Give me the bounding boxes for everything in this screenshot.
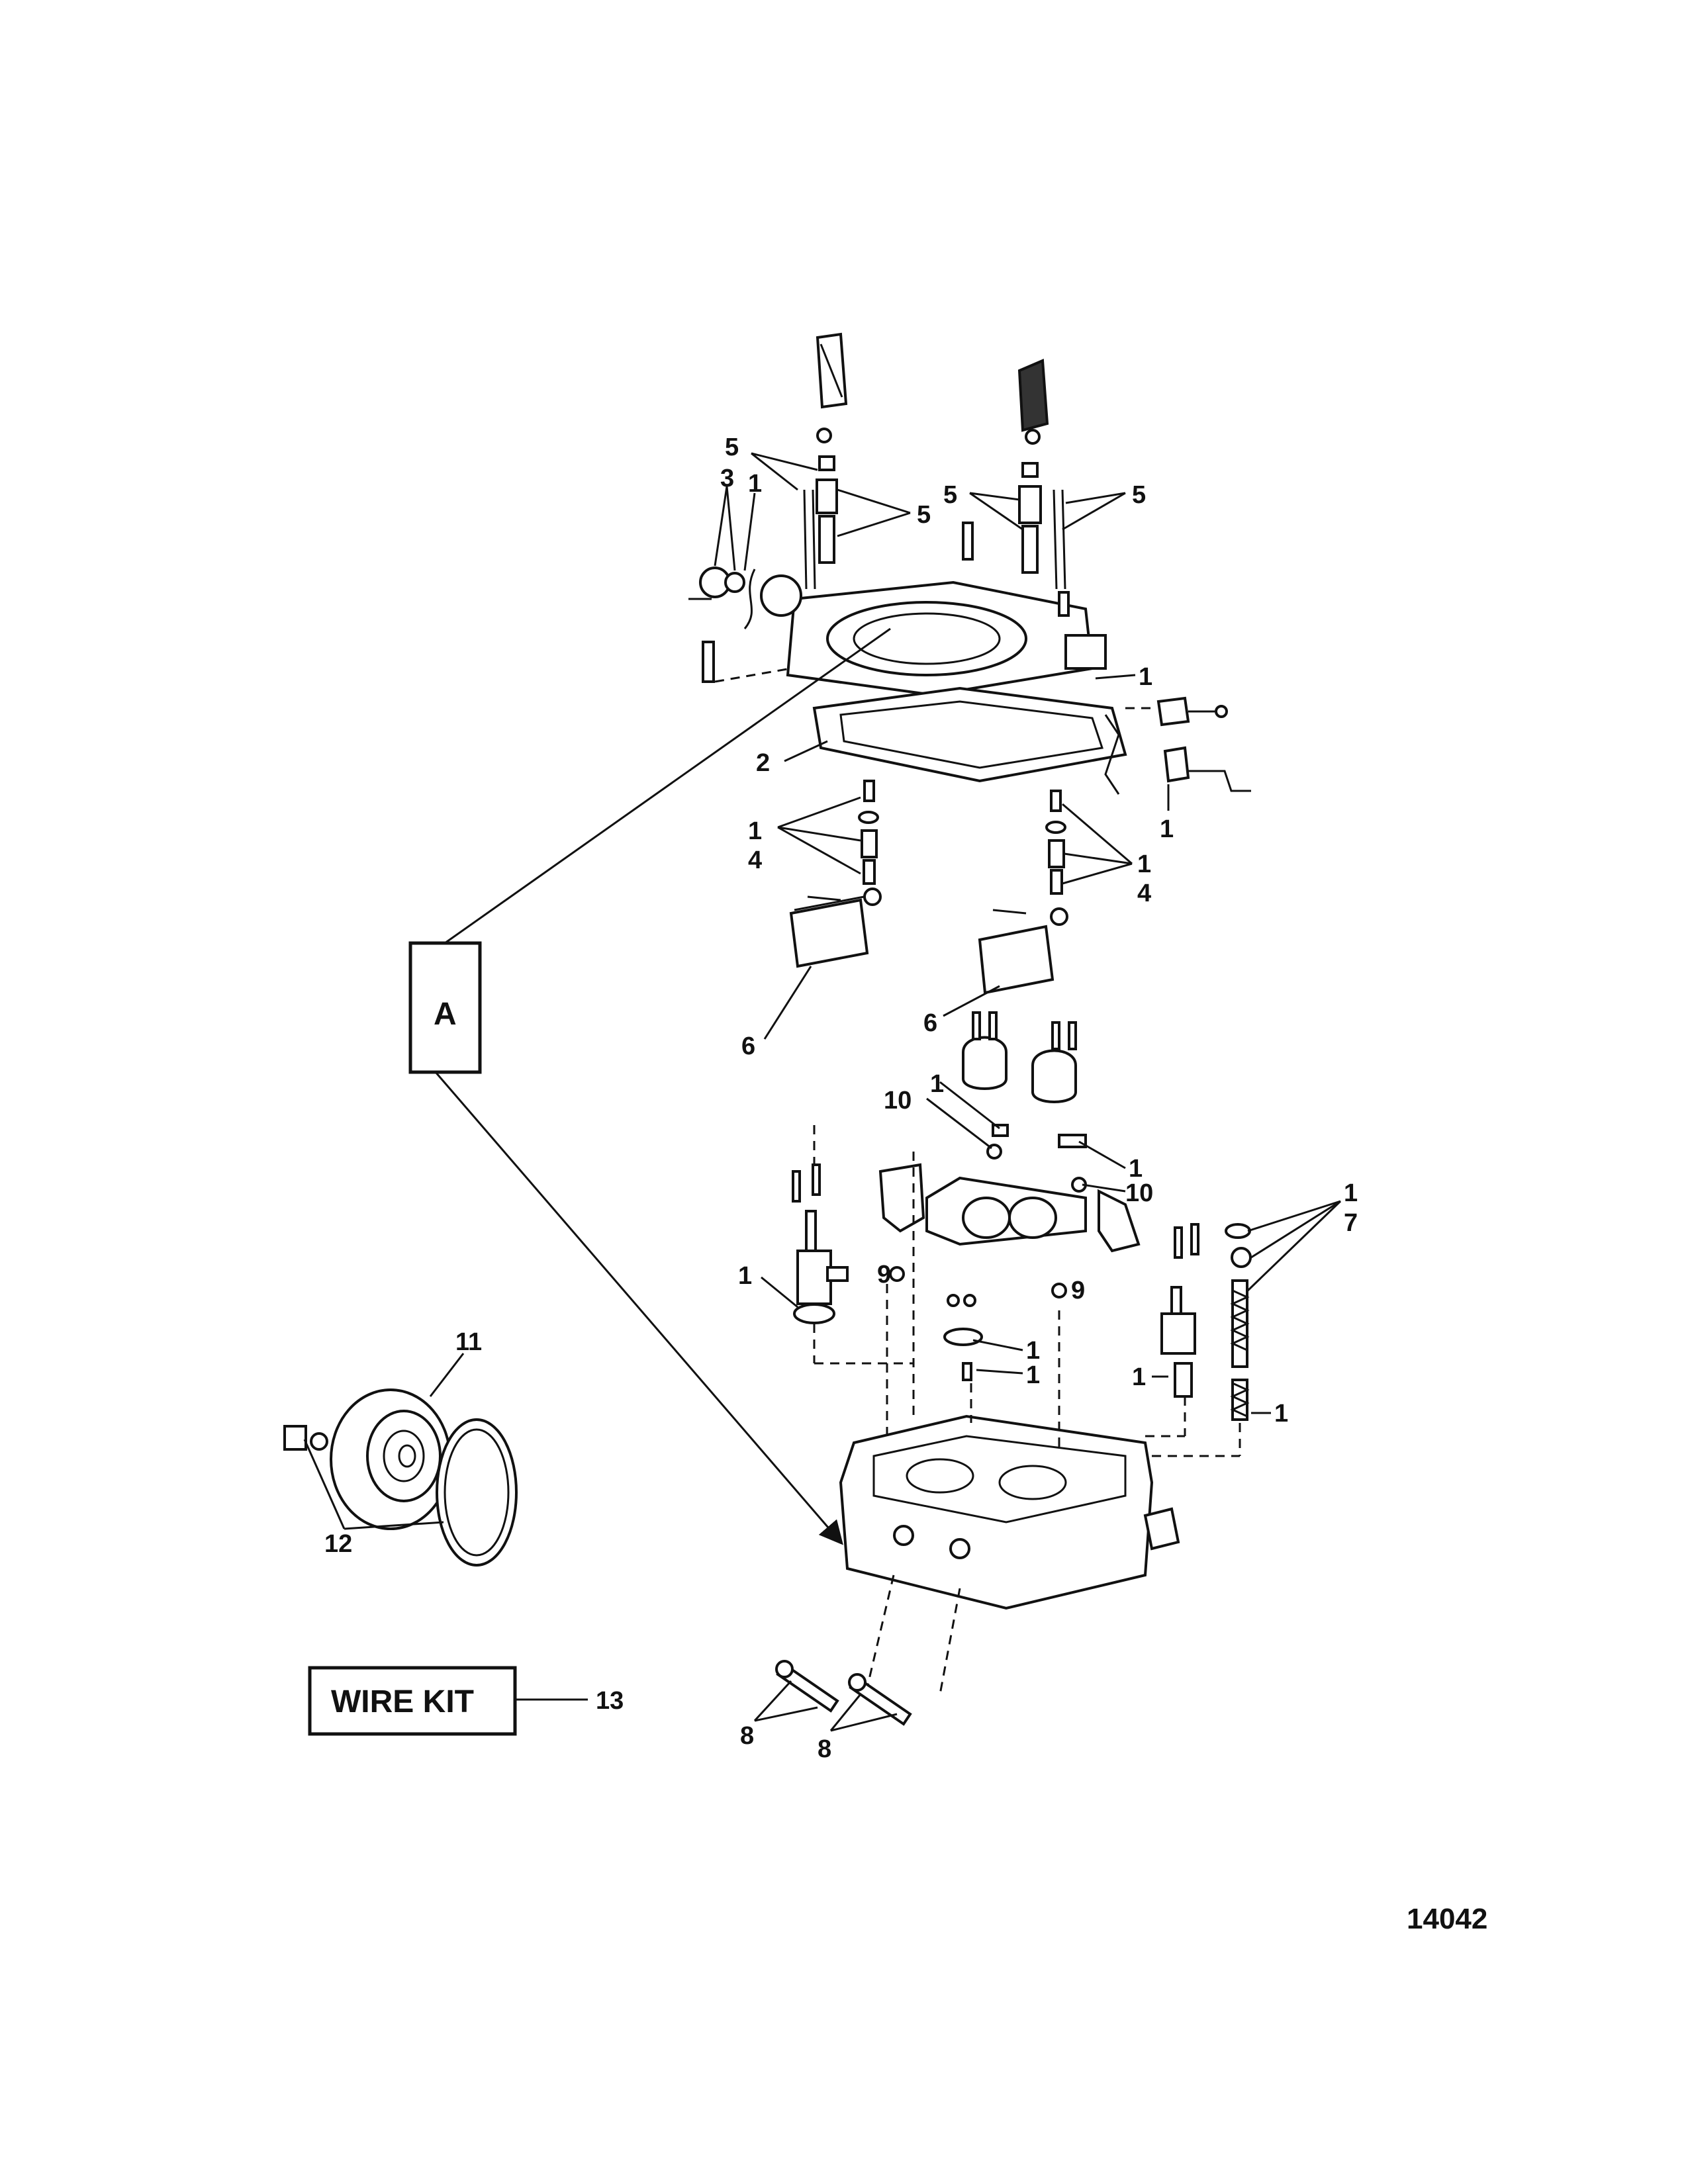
callout-1: 1 (1139, 663, 1152, 691)
callout-1: 1 (1132, 1363, 1146, 1391)
air-horn-assembly (688, 332, 1251, 795)
callout-2: 2 (756, 749, 770, 777)
callout-1: 1 (1160, 815, 1174, 843)
view-a-label: A (434, 997, 457, 1032)
main-body (839, 1414, 1180, 1610)
callout-8: 8 (740, 1722, 754, 1750)
callout-8: 8 (818, 1735, 831, 1763)
callout-6: 6 (741, 1032, 755, 1060)
callout-11: 11 (455, 1328, 482, 1356)
jets (775, 1660, 912, 1726)
wire-kit-box (308, 1666, 588, 1736)
callout-1: 1 (748, 470, 762, 498)
callout-6: 6 (923, 1009, 937, 1037)
callout-3: 3 (720, 465, 734, 492)
callout-1: 1 (1026, 1337, 1040, 1365)
callout-4: 4 (748, 846, 762, 874)
callout-leaders (303, 452, 1342, 1732)
callout-1: 1 (1129, 1155, 1143, 1183)
assembly-lines (813, 1125, 1241, 1695)
view-a-reference (408, 627, 891, 1545)
float-assemblies (789, 780, 1068, 995)
callout-12: 12 (324, 1530, 352, 1558)
callout-5: 5 (943, 481, 957, 509)
callout-9: 9 (1071, 1277, 1085, 1304)
callout-5: 5 (725, 433, 739, 461)
callout-7: 7 (1344, 1209, 1358, 1237)
filter-parts (283, 1388, 518, 1567)
callout-labels: 5 3 1 5 5 5 1 2 1 1 4 1 4 6 6 1 10 1 10 … (324, 433, 1358, 1763)
callout-10: 10 (884, 1087, 912, 1115)
callout-10: 10 (1125, 1179, 1153, 1207)
wire-kit-label: WIRE KIT (331, 1684, 474, 1719)
side-mechanisms (792, 1163, 1252, 1421)
callout-1: 1 (1026, 1361, 1040, 1389)
callout-1: 1 (1137, 850, 1151, 878)
callout-1: 1 (1344, 1179, 1358, 1207)
figure-number: 14042 (1407, 1903, 1488, 1935)
callout-1: 1 (738, 1262, 752, 1290)
callout-1: 1 (930, 1070, 944, 1098)
callout-5: 5 (1132, 481, 1146, 509)
callout-5: 5 (917, 501, 931, 529)
callout-1: 1 (748, 817, 762, 845)
callout-4: 4 (1137, 880, 1151, 907)
callout-1: 1 (1274, 1400, 1288, 1428)
callout-9: 9 (877, 1261, 891, 1289)
callout-13: 13 (596, 1687, 624, 1715)
middle-parts (878, 1011, 1141, 1298)
